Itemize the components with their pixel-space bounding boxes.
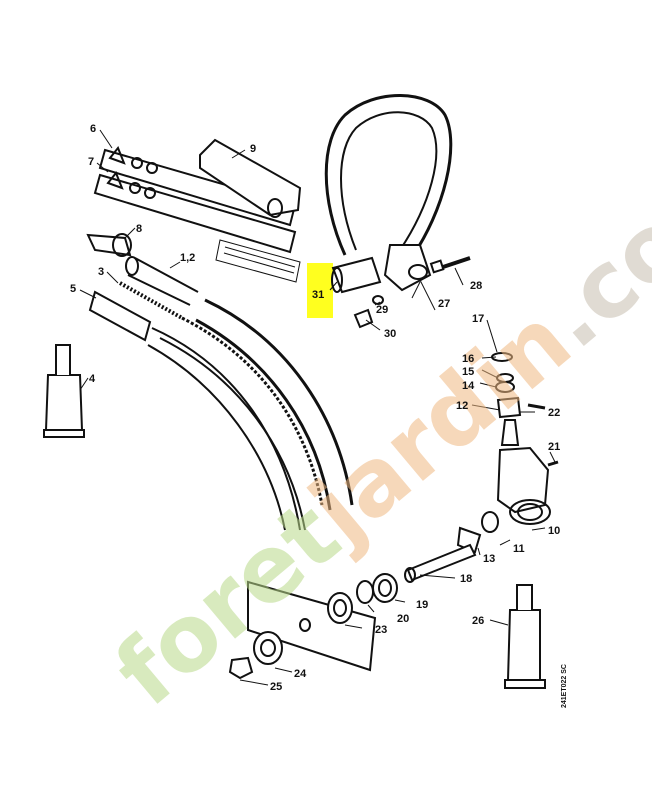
- label-part-18: 18: [460, 573, 472, 585]
- nut-30: [353, 308, 374, 329]
- watermark-text-2: jardin: [288, 287, 591, 566]
- label-part-8: 8: [136, 223, 142, 235]
- label-part-1-2: 1,2: [180, 252, 195, 264]
- flex-shaft: [119, 281, 324, 506]
- label-part-10: 10: [548, 525, 560, 537]
- washer-24: [253, 631, 283, 665]
- output-shaft: [356, 543, 477, 604]
- label-part-14: 14: [462, 380, 475, 392]
- thrust-plate-23: [327, 592, 353, 624]
- label-part-31: 31: [312, 289, 324, 301]
- grease-tube-4: [43, 344, 85, 438]
- label-part-5: 5: [70, 283, 76, 295]
- nut-25: [228, 656, 254, 680]
- label-part-29: 29: [376, 304, 388, 316]
- decal-7: [93, 171, 301, 283]
- label-part-11: 11: [513, 543, 525, 555]
- drive-tube: [125, 256, 354, 511]
- cover-9: [199, 138, 302, 218]
- label-part-30: 30: [384, 328, 396, 340]
- label-part-13: 13: [483, 553, 495, 565]
- label-part-12: 12: [456, 400, 468, 412]
- label-part-24: 24: [294, 668, 307, 680]
- reference-code: 241ET022 SC: [561, 664, 568, 708]
- label-part-19: 19: [416, 599, 428, 611]
- screw-28: [429, 256, 471, 274]
- bushing-8: [86, 233, 132, 257]
- label-part-9: 9: [250, 143, 256, 155]
- label-part-20: 20: [397, 613, 409, 625]
- label-part-4: 4: [89, 373, 96, 385]
- label-part-7: 7: [88, 156, 94, 168]
- label-part-27: 27: [438, 298, 450, 310]
- label-part-26: 26: [472, 615, 484, 627]
- highlight-marker-31: [307, 263, 333, 318]
- label-part-3: 3: [98, 266, 104, 278]
- label-part-22: 22: [548, 407, 560, 419]
- liner: [88, 290, 306, 531]
- label-part-17: 17: [472, 313, 484, 325]
- loop-handle: [324, 94, 453, 292]
- label-part-6: 6: [90, 123, 96, 135]
- part-labels: 6 7 9 8 1,2 3 5 4 31 28 27 29 30 17 16 1…: [70, 123, 568, 708]
- label-part-25: 25: [270, 681, 282, 693]
- label-part-23: 23: [375, 624, 387, 636]
- label-part-15: 15: [462, 366, 474, 378]
- label-part-16: 16: [462, 353, 474, 365]
- leader-lines: [79, 129, 556, 686]
- label-part-21: 21: [548, 441, 560, 453]
- grease-tube-26: [504, 584, 546, 689]
- washer-29: [372, 295, 384, 305]
- label-part-28: 28: [470, 280, 482, 292]
- handle-spacer: [331, 256, 382, 294]
- gear-head: [456, 352, 559, 554]
